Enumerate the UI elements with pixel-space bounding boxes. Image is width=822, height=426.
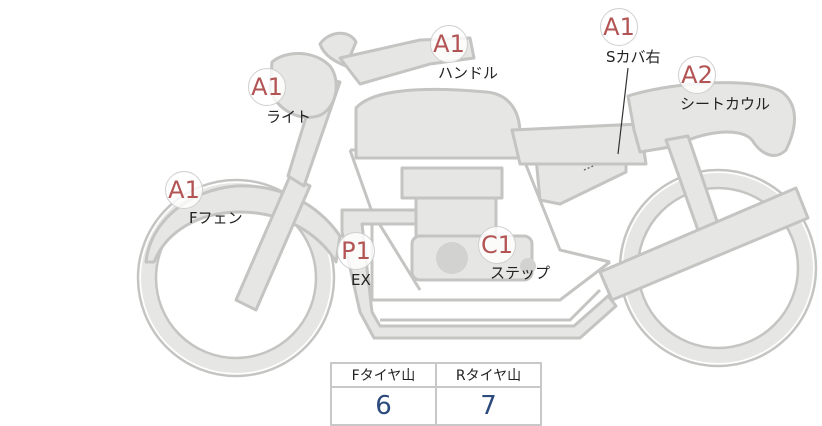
marker-front-fender[interactable]: A1 xyxy=(165,171,203,209)
marker-handle[interactable]: A1 xyxy=(430,25,468,63)
label-side-cover-right: Sカバ右 xyxy=(606,48,661,66)
tread-value-row: 6 7 xyxy=(330,386,542,426)
fuel-tank xyxy=(354,87,522,160)
tire-tread-table: Fタイヤ山 Rタイヤ山 6 7 xyxy=(330,362,542,426)
marker-step[interactable]: C1 xyxy=(478,226,516,264)
engine xyxy=(400,166,536,282)
label-light: ライト xyxy=(266,108,312,126)
tread-header-row: Fタイヤ山 Rタイヤ山 xyxy=(330,362,542,388)
label-exhaust: EX xyxy=(351,271,371,289)
value-rear-tire: 7 xyxy=(435,386,542,426)
muffler xyxy=(598,186,810,302)
value-front-tire: 6 xyxy=(330,386,437,426)
label-seat-cowl: シートカウル xyxy=(680,95,771,113)
marker-exhaust[interactable]: P1 xyxy=(337,232,375,270)
header-rear-tire: Rタイヤ山 xyxy=(435,362,542,388)
label-step: ステップ xyxy=(490,264,551,282)
marker-seat-cowl[interactable]: A2 xyxy=(678,56,716,94)
headlight xyxy=(268,51,338,119)
label-front-fender: Fフェン xyxy=(189,209,243,227)
header-front-tire: Fタイヤ山 xyxy=(330,362,437,388)
seat xyxy=(510,122,648,166)
marker-side-cover-right[interactable]: A1 xyxy=(600,8,638,46)
label-handle: ハンドル xyxy=(438,64,499,82)
marker-light[interactable]: A1 xyxy=(248,68,286,106)
seat-cowl-shape xyxy=(626,81,796,157)
